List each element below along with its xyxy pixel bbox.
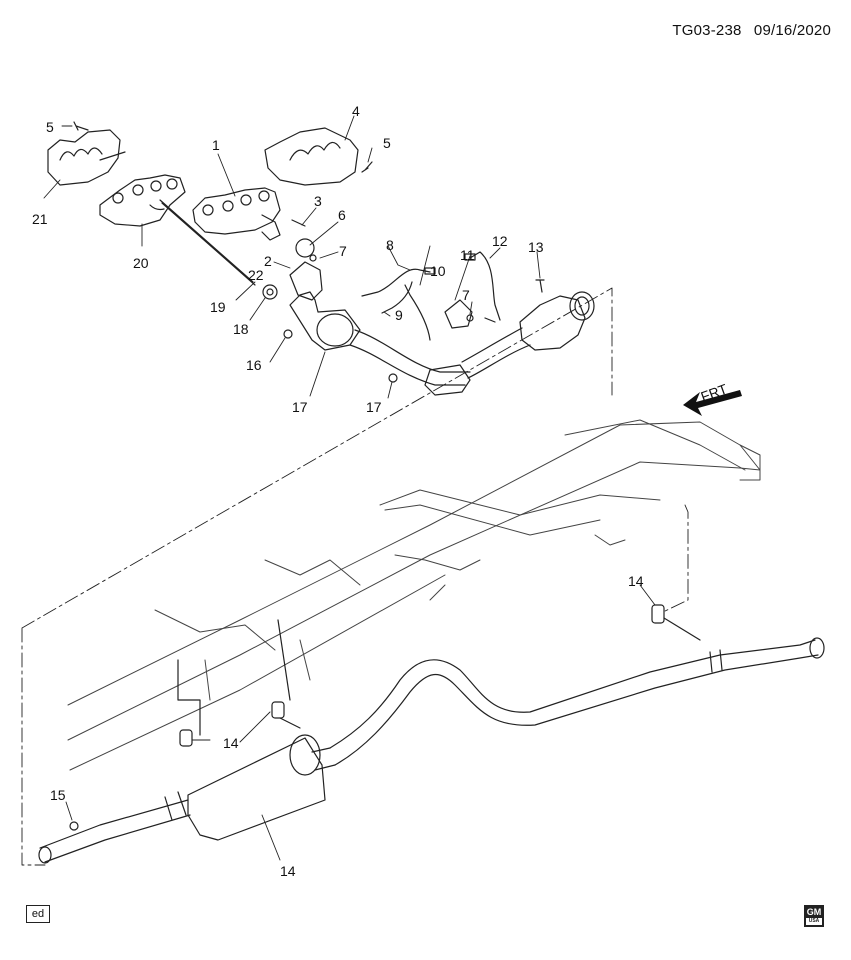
callout: 18 xyxy=(233,321,249,337)
catalytic-converter-left xyxy=(289,291,471,386)
callout: 19 xyxy=(210,299,226,315)
diagram-date: 09/16/2020 xyxy=(753,22,831,39)
hanger-14-left xyxy=(179,729,193,747)
callout: 20 xyxy=(133,255,149,271)
oxygen-sensor-8 xyxy=(361,268,431,297)
bracket-11 xyxy=(444,299,473,329)
callout: 1 xyxy=(212,137,220,153)
gasket-6 xyxy=(295,238,315,258)
leader-lines xyxy=(43,115,656,861)
oxygen-sensor-12 xyxy=(469,251,501,323)
callout: 6 xyxy=(338,207,346,223)
callout: 3 xyxy=(314,193,322,209)
frame-boundary-right xyxy=(662,504,689,613)
callout: 16 xyxy=(246,357,262,373)
exhaust-pipe-front xyxy=(38,791,191,864)
muffler xyxy=(187,734,336,841)
stud-20 xyxy=(159,199,256,286)
bolt-5-right xyxy=(361,161,373,173)
front-direction-marker: FRT xyxy=(683,380,742,416)
hanger-14-mid xyxy=(271,701,285,719)
vehicle-frame xyxy=(67,419,761,771)
callout: 5 xyxy=(46,119,54,135)
callout-numbers: 1 2 3 4 5 5 6 7 7 8 9 10 11 12 13 14 14 … xyxy=(32,103,644,879)
gm-logo-subtext: USA xyxy=(806,918,822,925)
hanger-14-right xyxy=(651,604,665,624)
callout: 9 xyxy=(395,307,403,323)
callout: 15 xyxy=(50,787,66,803)
callout: 14 xyxy=(628,573,644,589)
callout: 11 xyxy=(460,247,475,263)
nut-17-lower xyxy=(388,373,398,383)
gm-logo: GM USA xyxy=(804,905,824,927)
exhaust-pipe-rear xyxy=(329,637,825,766)
diagram-header: TG03-238 09/16/2020 xyxy=(664,22,831,39)
heat-shield-left xyxy=(47,129,126,186)
callout: 13 xyxy=(528,239,544,255)
bolt-5-left xyxy=(73,121,89,131)
gasket-19 xyxy=(262,284,278,300)
nut-17-left xyxy=(283,329,293,339)
exhaust-manifold-right xyxy=(192,187,281,241)
diagram-code: TG03-238 xyxy=(672,22,742,39)
callout: 14 xyxy=(280,863,296,879)
callout: 7 xyxy=(339,243,347,259)
oxygen-sensor-10 xyxy=(404,284,431,341)
callout: 10 xyxy=(430,263,446,279)
callout: 21 xyxy=(32,211,48,227)
callout: 4 xyxy=(352,103,360,119)
callout: 8 xyxy=(386,237,394,253)
upper-assembly-boundary xyxy=(21,287,613,866)
exhaust-manifold-left xyxy=(99,174,186,227)
gm-logo-text: GM xyxy=(806,907,822,917)
bracket-2 xyxy=(289,261,323,301)
callout: 7 xyxy=(462,287,470,303)
heat-shield-right xyxy=(264,127,359,186)
stud-3 xyxy=(291,219,306,227)
nut-7-lower xyxy=(466,314,474,322)
nut-16 xyxy=(69,821,79,831)
callout: 5 xyxy=(383,135,391,151)
catalytic-converter-right xyxy=(424,291,595,396)
callout: 12 xyxy=(492,233,508,249)
footer-box-label: ed xyxy=(26,905,50,923)
callout: 2 xyxy=(264,253,272,269)
nut-7-upper xyxy=(309,254,317,262)
bolt-13 xyxy=(535,279,545,293)
callout: 17 xyxy=(366,399,382,415)
callout: 17 xyxy=(292,399,308,415)
callout: 22 xyxy=(248,267,264,283)
callout: 14 xyxy=(223,735,239,751)
